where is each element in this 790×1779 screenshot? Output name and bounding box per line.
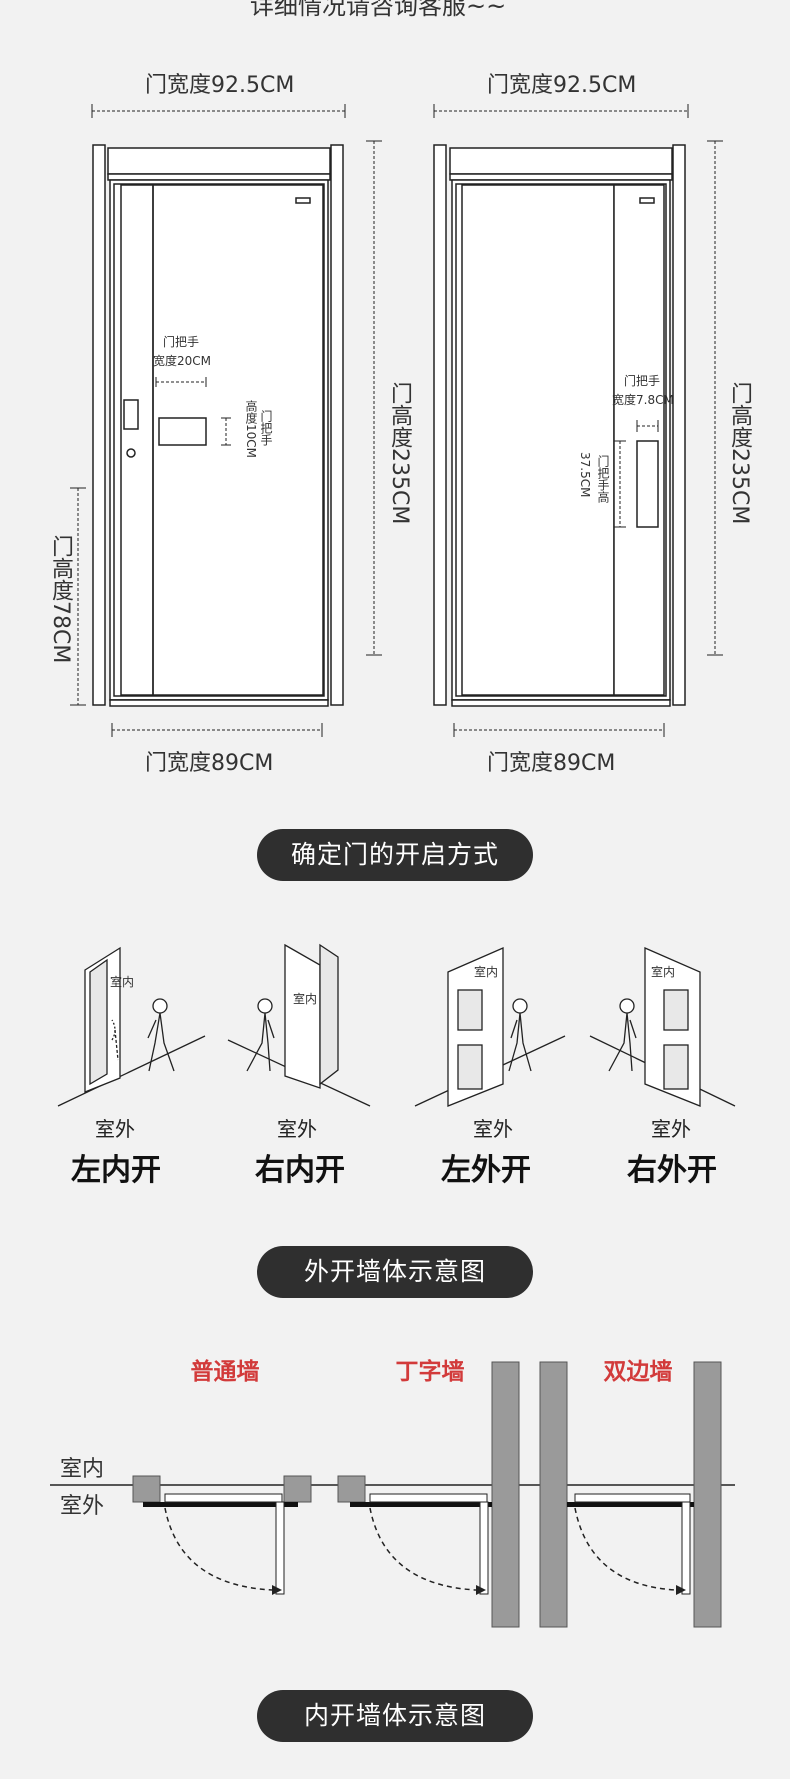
right-handle-length-value: 37.5CM bbox=[578, 452, 592, 498]
wall-type-double-side: 双边墙 bbox=[603, 1359, 673, 1385]
opening-4-inside-label: 室内 bbox=[651, 965, 676, 979]
left-handle-floor-height-label: 门高度78CM bbox=[48, 535, 73, 664]
opening-1-name: 左内开 bbox=[71, 1153, 161, 1188]
right-handle-label: 门把手 bbox=[624, 374, 661, 388]
wall-outside-label: 室外 bbox=[60, 1494, 105, 1519]
left-handle-height-label: 门把手 bbox=[259, 410, 273, 446]
right-top-width-label: 门宽度92.5CM bbox=[487, 73, 637, 98]
right-door-drawing bbox=[433, 104, 723, 737]
opening-2-name: 右内开 bbox=[255, 1153, 345, 1188]
left-height-label: 门高度235CM bbox=[387, 382, 412, 525]
right-outward-illustration bbox=[589, 947, 736, 1107]
right-handle-width-label: 宽度7.8CM bbox=[612, 393, 674, 407]
left-inward-illustration bbox=[57, 946, 206, 1107]
left-bottom-width-label: 门宽度89CM bbox=[145, 751, 274, 776]
opening-2-outside-label: 室外 bbox=[277, 1117, 317, 1141]
right-height-label: 门高度235CM bbox=[727, 382, 752, 525]
double-wall-diagram bbox=[539, 1361, 722, 1628]
wall-type-normal: 普通墙 bbox=[190, 1359, 260, 1385]
opening-2-inside-label: 室内 bbox=[293, 992, 318, 1006]
opening-1-inside-label: 室内 bbox=[110, 975, 135, 989]
opening-3-outside-label: 室外 bbox=[473, 1117, 513, 1141]
left-handle-width-label: 宽度20CM bbox=[153, 354, 212, 368]
opening-type-illustrations bbox=[57, 943, 736, 1107]
opening-1-outside-label: 室外 bbox=[95, 1117, 135, 1141]
wall-inside-label: 室内 bbox=[60, 1457, 105, 1482]
t-wall-diagram bbox=[337, 1361, 520, 1628]
left-handle-height-value: 高度10CM bbox=[244, 400, 258, 459]
right-inward-illustration bbox=[227, 943, 371, 1107]
left-outward-illustration bbox=[414, 947, 566, 1107]
normal-wall-diagram bbox=[132, 1475, 312, 1595]
outward-wall-heading: 外开墙体示意图 bbox=[257, 1246, 533, 1298]
inward-wall-heading: 内开墙体示意图 bbox=[257, 1690, 533, 1742]
opening-3-inside-label: 室内 bbox=[474, 965, 499, 979]
opening-3-name: 左外开 bbox=[441, 1153, 531, 1188]
right-bottom-width-label: 门宽度89CM bbox=[487, 751, 616, 776]
door-dimension-drawings bbox=[70, 104, 723, 737]
left-door-drawing bbox=[70, 104, 382, 737]
header-partial-title: 详细情况请咨询客服~~ bbox=[250, 0, 507, 20]
opening-4-outside-label: 室外 bbox=[651, 1117, 691, 1141]
opening-method-heading: 确定门的开启方式 bbox=[257, 829, 533, 881]
wall-type-t-shaped: 丁字墙 bbox=[395, 1359, 465, 1385]
left-handle-label: 门把手 bbox=[163, 335, 200, 349]
right-handle-length-label: 门把手高 bbox=[596, 455, 610, 503]
opening-4-name: 右外开 bbox=[627, 1153, 717, 1188]
left-top-width-label: 门宽度92.5CM bbox=[145, 73, 295, 98]
